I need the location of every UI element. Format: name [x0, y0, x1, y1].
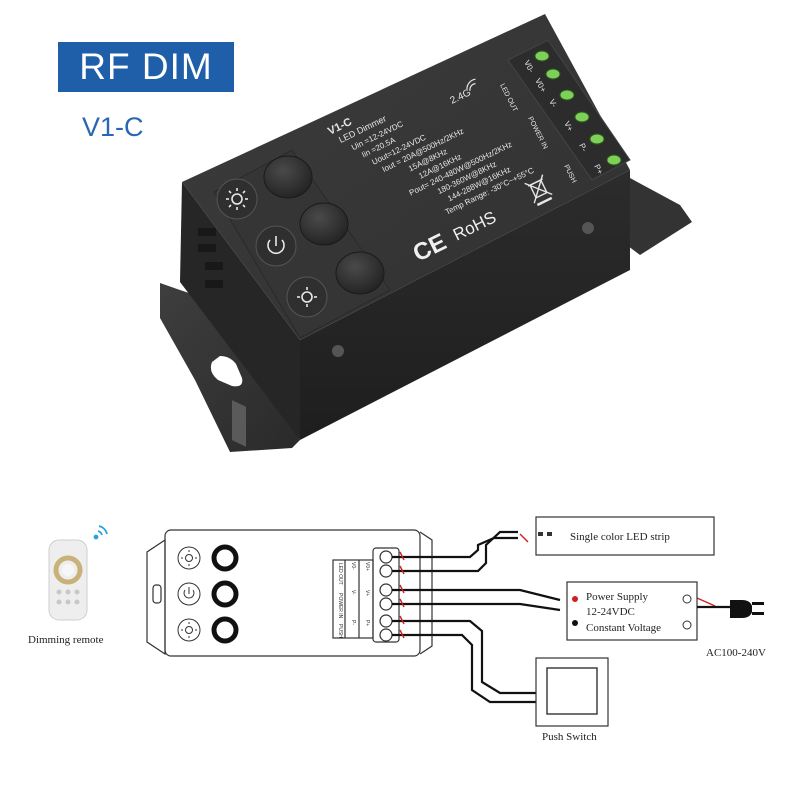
mini-terminal-label: V0+ [364, 562, 370, 571]
remote-label: Dimming remote [28, 634, 104, 646]
power-supply-line: 12-24VDC [586, 606, 635, 618]
screw-right [582, 222, 594, 234]
dimming-remote: Dimming remote [28, 525, 108, 646]
mini-terminal-label: V0- [350, 562, 356, 570]
mini-flange [146, 538, 166, 656]
brightness-down-icon [297, 287, 317, 307]
brand-banner: RF DIM [58, 42, 234, 92]
mini-terminals [379, 550, 393, 642]
power-icon [267, 236, 285, 255]
terminal-label: P- [577, 142, 589, 154]
terminal-label: V- [547, 98, 559, 109]
push-switch: Push Switch [535, 657, 609, 743]
remote-dial [53, 555, 83, 585]
plug-icon [730, 600, 752, 618]
power-supply-body [566, 581, 698, 641]
mini-group-label: LED OUT [337, 563, 343, 585]
brightness-down-key [286, 276, 328, 318]
device-side-face [300, 170, 630, 440]
power-supply: Power Supply 12-24VDC Constant Voltage [566, 581, 698, 641]
mini-body [164, 529, 421, 657]
wiring-diagram: Dimming remote [28, 516, 766, 743]
screw-left [332, 345, 344, 357]
brightness-up-key [216, 178, 258, 220]
mini-keys [177, 544, 239, 644]
wire-markers [399, 533, 716, 639]
terminal-label: V+ [562, 120, 575, 133]
brightness-up-icon [181, 550, 197, 566]
mini-terminal-label: P- [350, 620, 356, 625]
mini-terminal-label: P+ [364, 620, 370, 626]
mini-terminal-label: V- [350, 590, 356, 595]
power-supply-line: Power Supply [586, 591, 649, 603]
mini-group-labels: LED OUT POWER IN PUSH V0- V0+ V- V+ P- P… [337, 562, 370, 638]
wires [392, 530, 561, 704]
power-icon [183, 587, 195, 599]
wifi-icon [93, 525, 108, 540]
dimmer-device: V1-C LED Dimmer Uin =12-24VDC Iin =20.5A… [160, 14, 692, 452]
ac-label: AC100-240V [706, 647, 766, 659]
power-supply-line: Constant Voltage [586, 622, 661, 634]
wifi-icon [466, 78, 476, 91]
front-vents [198, 228, 223, 288]
push-switch-button [546, 667, 598, 715]
led-strip: Single color LED strip [535, 516, 715, 556]
bin-icon [524, 174, 553, 207]
knob-power [299, 202, 349, 246]
button-panel [213, 149, 391, 339]
mini-terminal-label: V+ [364, 590, 370, 596]
knob-brightness-up [263, 155, 313, 199]
led-strip-body [535, 516, 715, 556]
brightness-up-icon [226, 188, 248, 210]
push-switch-label: Push Switch [542, 731, 597, 743]
ac-plug: AC100-240V [697, 600, 766, 659]
terminal-screws [534, 50, 622, 166]
rj-connector [232, 400, 246, 447]
mounting-flange-right [620, 178, 692, 255]
knob-brightness-down [335, 251, 385, 295]
led-strip-label: Single color LED strip [570, 531, 670, 543]
mini-group-label: POWER IN [337, 593, 343, 619]
model-name: V1-C [82, 112, 144, 142]
terminal-label: P+ [592, 163, 605, 176]
terminal-block [507, 39, 631, 181]
flange-hole [210, 356, 243, 387]
brightness-down-icon [181, 622, 197, 638]
mini-dimmer [146, 529, 433, 657]
mini-group-label: PUSH [337, 624, 343, 638]
